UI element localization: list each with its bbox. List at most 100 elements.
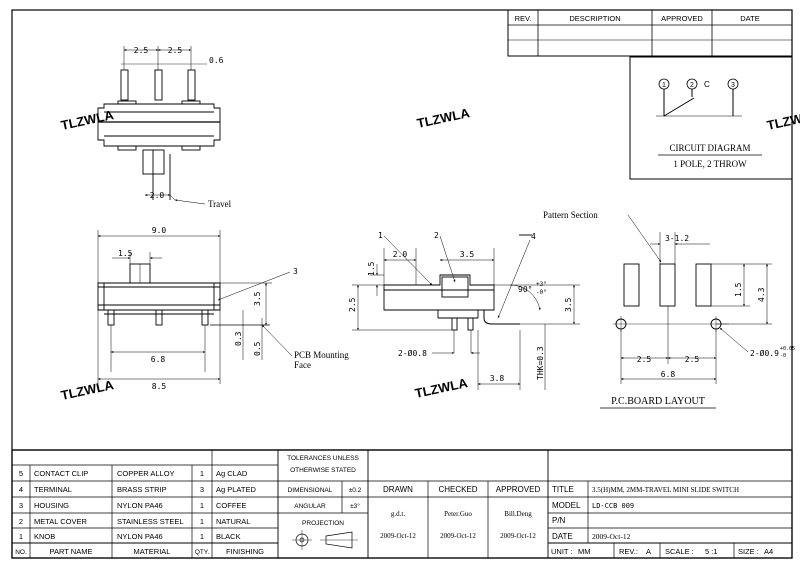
circuit-diagram: 1 2 C 3 CIRCUIT DIAGRAM 1 POLE, 2 THROW	[629, 56, 793, 180]
approved-by: Bill.Deng	[504, 510, 532, 518]
tolerances-title-2: OTHERWISE STATED	[290, 467, 356, 474]
bom-material: COPPER ALLOY	[117, 469, 175, 478]
bom-finish: Ag PLATED	[216, 485, 256, 494]
bom-qty: 1	[200, 517, 204, 526]
scale-label: SCALE :	[665, 547, 694, 556]
bom-header-no: NO.	[15, 549, 27, 556]
pin-common-label: C	[704, 80, 710, 89]
bom-no: 5	[19, 469, 23, 478]
top-pin	[120, 69, 129, 101]
approved-date: 2009-Oct-12	[500, 532, 536, 540]
signoff-block: DRAWN CHECKED APPROVED g.d.t. Peter.Guo …	[380, 485, 540, 540]
checked-date: 2009-Oct-12	[440, 532, 476, 540]
side-callout-1: 1	[378, 231, 383, 240]
callout-3: 3	[293, 267, 298, 276]
bom-qty: 1	[200, 532, 204, 541]
dimensional-label: DIMENSIONAL	[288, 487, 333, 494]
angular-label: ANGULAR	[294, 503, 326, 510]
checked-label: CHECKED	[438, 485, 477, 494]
drawn-date: 2009-Oct-12	[380, 532, 416, 540]
side-body	[383, 274, 495, 311]
dimensional-value: ±0.2	[349, 487, 362, 494]
side-angle-tol-minus: -0°	[536, 289, 547, 296]
model-label: MODEL	[552, 501, 581, 510]
rev-header: REV.	[515, 14, 532, 23]
bom-finish: BLACK	[216, 532, 241, 541]
top-view	[97, 46, 221, 205]
side-dim-thk: THK=0.3	[536, 346, 545, 380]
pcb-face-line2: Face	[294, 360, 311, 370]
dim-length: 9.0	[152, 226, 167, 235]
dim-pin-width: 0.6	[209, 56, 224, 65]
side-callout-4: 4	[531, 232, 536, 241]
bom-qty: 1	[200, 501, 204, 510]
side-view	[352, 234, 580, 390]
bom-qty: 1	[200, 469, 204, 478]
side-dim-f: 3.8	[490, 374, 505, 383]
approved-header: APPROVED	[661, 14, 703, 23]
rev-label: REV.:	[619, 547, 638, 556]
bom-header-material: MATERIAL	[134, 547, 171, 556]
title-info: TITLE 3.5(H)MM, 2MM-TRAVEL MINI SLIDE SW…	[551, 485, 773, 556]
approved-label: APPROVED	[496, 485, 541, 494]
bom-no: 1	[19, 532, 23, 541]
side-callout-2: 2	[434, 231, 439, 240]
dim-body: 8.5	[152, 382, 167, 391]
date-header: DATE	[740, 14, 759, 23]
title-block	[11, 449, 793, 559]
projection-label: PROJECTION	[302, 520, 344, 527]
pcb-layout-caption: P.C.BOARD LAYOUT	[611, 396, 705, 407]
drawn-by: g.d.t.	[391, 510, 405, 518]
dim-pin-a: 0.3	[234, 331, 243, 346]
circuit-diagram-subtitle: 1 POLE, 2 THROW	[673, 159, 747, 169]
side-dim-angle: 90°	[518, 285, 532, 294]
top-knob	[142, 149, 165, 175]
bom-material: BRASS STRIP	[117, 485, 167, 494]
bom-material: NYLON PA46	[117, 501, 163, 510]
bom-part: KNOB	[34, 532, 55, 541]
rev-value: A	[646, 547, 651, 556]
bom-material: NYLON PA46	[117, 532, 163, 541]
pcb-slot	[623, 263, 640, 307]
bom-no: 4	[19, 485, 23, 494]
side-dim-hole: 2-Ø0.8	[398, 348, 427, 358]
dim-height: 3.5	[253, 291, 262, 306]
dim-travel: 2.0	[150, 191, 165, 200]
bom-material: STAINLESS STEEL	[117, 517, 184, 526]
bom-finish: NATURAL	[216, 517, 250, 526]
title-value: 3.5(H)MM, 2MM-TRAVEL MINI SLIDE SWITCH	[592, 486, 739, 494]
tolerances-block: TOLERANCES UNLESS OTHERWISE STATED DIMEN…	[287, 455, 362, 527]
side-dim-c: 1.5	[367, 261, 376, 276]
title-label: TITLE	[552, 485, 574, 494]
pin-2-label: 2	[690, 82, 694, 89]
bom-part: METAL COVER	[34, 517, 88, 526]
front-view	[97, 230, 293, 384]
pcb-dim-span: 6.8	[661, 370, 676, 379]
pn-label: P/N	[552, 516, 566, 525]
bom-finish: Ag CLAD	[216, 469, 248, 478]
bom-no: 2	[19, 517, 23, 526]
pin-3-label: 3	[731, 82, 735, 89]
bom-header-qty: QTY.	[195, 549, 210, 556]
dim-actuator: 1.5	[118, 249, 133, 258]
unit-label: UNIT :	[551, 547, 573, 556]
circuit-diagram-title: CIRCUIT DIAGRAM	[669, 143, 750, 153]
scale-value: 5 :1	[705, 547, 718, 556]
date-value: 2009-Oct-12	[592, 532, 631, 541]
pcb-dim-total-h: 4.3	[757, 287, 766, 302]
tolerances-title-1: TOLERANCES UNLESS	[287, 455, 359, 462]
pcb-slot	[659, 263, 676, 307]
bom-part: CONTACT CLIP	[34, 469, 88, 478]
side-dim-d: 2.5	[348, 297, 357, 312]
dim-pin-span: 6.8	[151, 355, 166, 364]
unit-value: MM	[578, 547, 591, 556]
pcb-dim-slots: 3-1.2	[665, 234, 689, 243]
date-label: DATE	[552, 532, 573, 541]
pcb-dim-hole: 2-Ø0.9	[750, 348, 779, 358]
bom-part: TERMINAL	[34, 485, 72, 494]
top-body	[97, 103, 221, 147]
pcb-face-line1: PCB Mounting	[294, 350, 349, 360]
revision-block: REV. DESCRIPTION APPROVED DATE	[507, 9, 793, 57]
size-label: SIZE :	[738, 547, 759, 556]
